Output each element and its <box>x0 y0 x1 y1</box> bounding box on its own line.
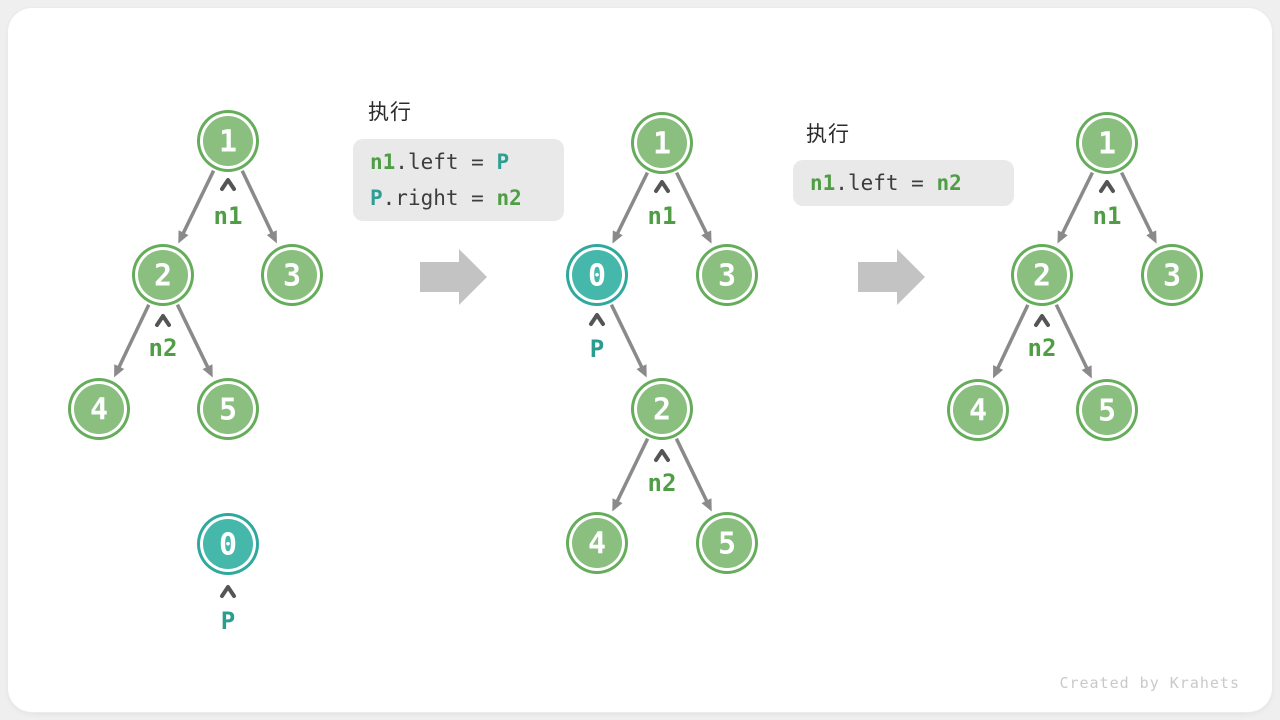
watermark-credit: Created by Krahets <box>1059 674 1240 692</box>
code-line: n1.left = P <box>353 144 564 180</box>
code-line: P.right = n2 <box>353 180 564 216</box>
exec-label-step1: 执行 <box>368 101 412 124</box>
code-box-step1: n1.left = P P.right = n2 <box>353 139 564 221</box>
code-token: n1 <box>810 171 836 195</box>
code-token: .right = <box>382 186 497 210</box>
exec-label-step2: 执行 <box>806 123 850 146</box>
figure-card <box>8 8 1272 712</box>
code-token: P <box>370 186 383 210</box>
code-token: P <box>496 150 510 174</box>
code-token: n1 <box>370 150 396 174</box>
code-token: n2 <box>936 171 962 195</box>
code-token: .left = <box>395 150 497 174</box>
code-token: n2 <box>496 186 522 210</box>
code-box-step2: n1.left = n2 <box>793 160 1014 206</box>
code-token: .left = <box>835 171 937 195</box>
code-line: n1.left = n2 <box>793 165 1014 201</box>
